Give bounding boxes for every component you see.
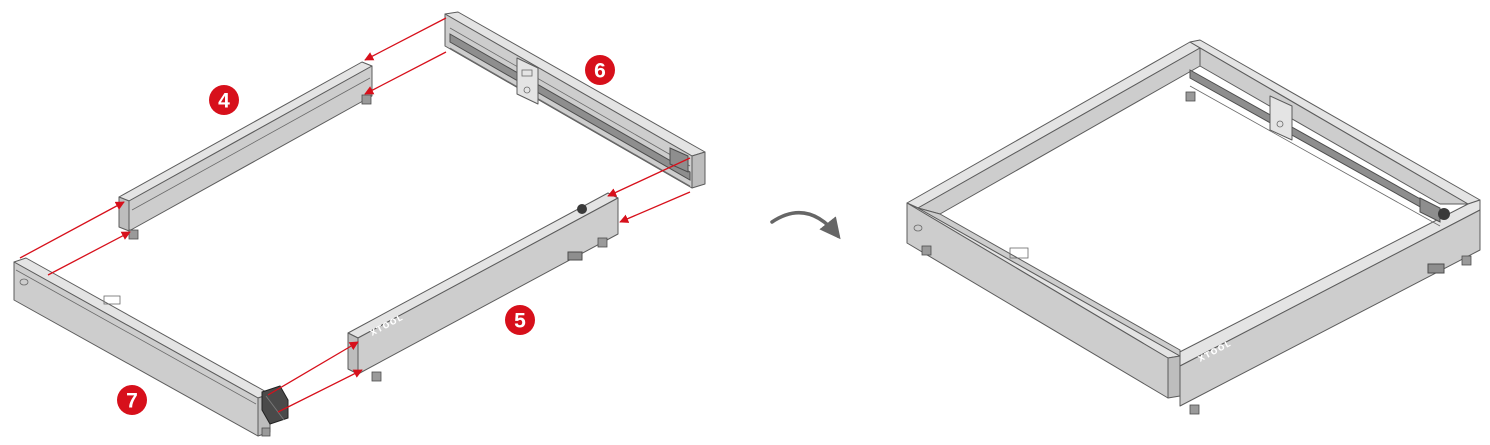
- guide-arrow: [619, 191, 691, 223]
- guide-arrows: [19, 17, 691, 413]
- step-badge-6: 6: [585, 55, 615, 85]
- curved-arrow-icon: [770, 210, 841, 240]
- guide-arrow: [364, 17, 447, 61]
- guide-arrow: [267, 341, 359, 396]
- step-badge-6-label: 6: [594, 60, 606, 83]
- step-badge-5-label: 5: [514, 310, 526, 333]
- guide-arrow: [19, 201, 125, 259]
- front-beam-7: [13, 257, 289, 437]
- step-badge-4-label: 4: [218, 90, 230, 113]
- guide-arrow: [364, 51, 447, 95]
- step-badge-4: 4: [209, 85, 239, 115]
- assembled-frame: XTOOL: [906, 39, 1481, 415]
- step-badge-7: 7: [117, 385, 147, 415]
- step-badge-7-label: 7: [126, 390, 138, 413]
- exploded-view: XTOOL 4 5 6: [13, 11, 706, 437]
- side-beam-5: XTOOL: [347, 192, 619, 382]
- rail-beam-6: [444, 11, 706, 189]
- side-beam-4: [118, 61, 373, 240]
- guide-arrow: [607, 157, 691, 197]
- guide-arrow: [47, 231, 131, 276]
- guide-arrow: [277, 369, 363, 413]
- step-badge-5: 5: [505, 305, 535, 335]
